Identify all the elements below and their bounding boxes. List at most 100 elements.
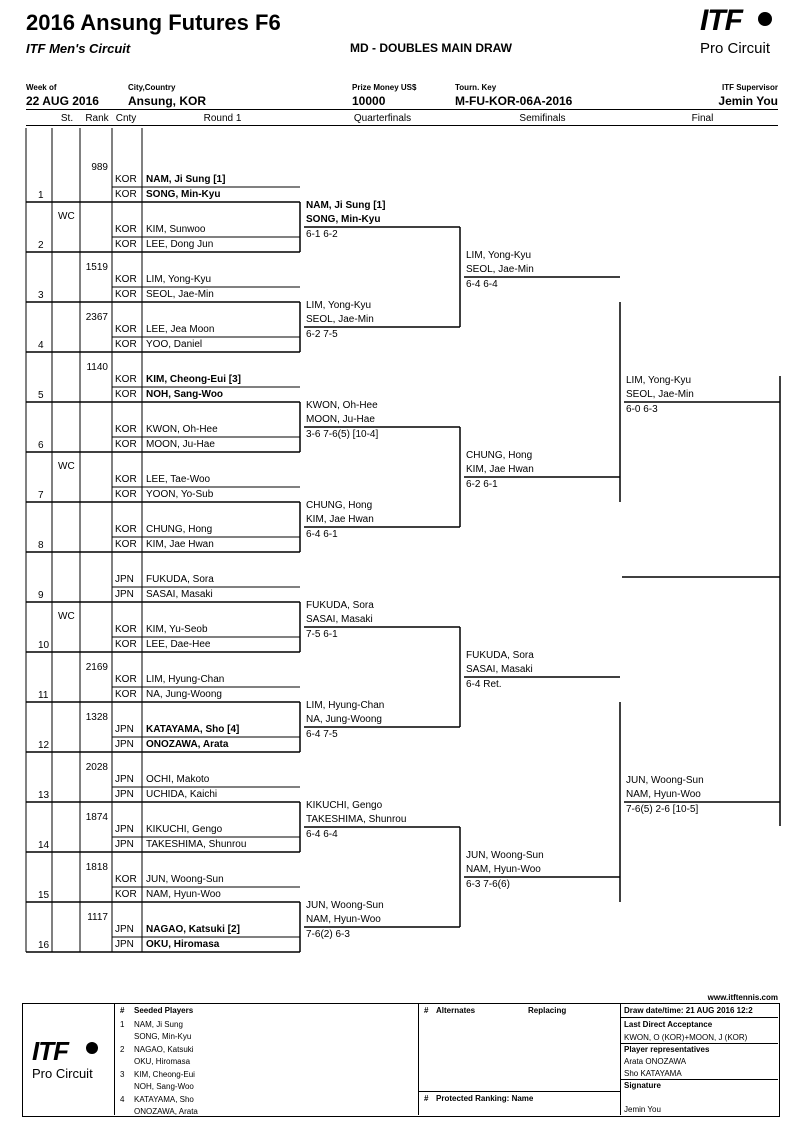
header-divider-bottom <box>26 125 778 126</box>
seed-player-1: NAM, Ji Sung <box>134 1020 183 1029</box>
qf-player-2: SONG, Min-Kyu <box>306 214 381 225</box>
final-player-2: NAM, Hyun-Woo <box>626 789 701 800</box>
line-number: 3 <box>38 290 44 301</box>
entry-status: WC <box>58 611 75 622</box>
seed-player-2: SONG, Min-Kyu <box>134 1032 192 1041</box>
sf-score: 6-4 Ret. <box>466 679 502 690</box>
qf-player-1: FUKUDA, Sora <box>306 600 374 611</box>
qf-player-2: NAM, Hyun-Woo <box>306 914 381 925</box>
entry-country-2: KOR <box>115 439 137 450</box>
entry-country-1: KOR <box>115 424 137 435</box>
line-number: 10 <box>38 640 50 651</box>
entry-country-1: KOR <box>115 224 137 235</box>
entry-player-1: KWON, Oh-Hee <box>146 424 218 435</box>
qf-player-2: TAKESHIMA, Shunrou <box>306 814 407 825</box>
qf-score: 7-5 6-1 <box>306 629 338 640</box>
entry-country-2: JPN <box>115 939 134 950</box>
entry-player-2: MOON, Ju-Hae <box>146 439 215 450</box>
entry-player-2: NOH, Sang-Woo <box>146 389 224 400</box>
qf-player-1: KWON, Oh-Hee <box>306 400 378 411</box>
sf-player-1: FUKUDA, Sora <box>466 650 534 661</box>
entry-player-1: KIM, Sunwoo <box>146 224 206 235</box>
line-number: 1 <box>38 190 44 201</box>
entry-player-2: YOON, Yo-Sub <box>146 489 214 500</box>
entry-player-2: LEE, Dong Jun <box>146 239 214 250</box>
entry-country-2: KOR <box>115 889 137 900</box>
sf-player-1: JUN, Woong-Sun <box>466 850 544 861</box>
itf-logo-bottom: ITF Pro Circuit <box>30 1036 110 1091</box>
seed-number: 3 <box>120 1070 125 1079</box>
entry-country-1: KOR <box>115 374 137 385</box>
line-number: 16 <box>38 940 50 951</box>
sf-player-2: SASAI, Masaki <box>466 664 533 675</box>
entry-country-2: KOR <box>115 489 137 500</box>
entry-status: WC <box>58 461 75 472</box>
reps-label: Player representatives <box>624 1045 710 1054</box>
qf-player-1: KIKUCHI, Gengo <box>306 800 383 811</box>
entry-player-1: KIM, Cheong-Eui [3] <box>146 374 241 385</box>
entry-player-1: JUN, Woong-Sun <box>146 874 224 885</box>
entry-player-1: FUKUDA, Sora <box>146 574 214 585</box>
seed-player-2: OKU, Hiromasa <box>134 1057 191 1066</box>
final-score: 6-0 6-3 <box>626 404 658 415</box>
seeded-players-heading: Seeded Players <box>134 1006 194 1015</box>
line-number: 12 <box>38 740 50 751</box>
qf-player-2: KIM, Jae Hwan <box>306 514 374 525</box>
line-number: 11 <box>38 690 49 701</box>
qf-score: 6-4 6-4 <box>306 829 338 840</box>
rep-1: Arata ONOZAWA <box>624 1057 687 1066</box>
entry-player-1: KATAYAMA, Sho [4] <box>146 724 240 735</box>
entry-player-1: LEE, Jea Moon <box>146 324 215 335</box>
circuit-subtitle: ITF Men's Circuit <box>26 41 131 56</box>
entry-country-2: KOR <box>115 539 137 550</box>
entry-country-2: KOR <box>115 239 137 250</box>
city-value: Ansung, KOR <box>128 94 206 108</box>
seed-player-2: NOH, Sang-Woo <box>134 1082 194 1091</box>
entry-player-2: LEE, Dae-Hee <box>146 639 211 650</box>
entry-player-1: LEE, Tae-Woo <box>146 474 211 485</box>
tennis-ball-icon <box>758 12 772 26</box>
entry-country-2: JPN <box>115 839 134 850</box>
itf-logo-top: ITF Pro Circuit <box>696 4 784 62</box>
footer-logo-itf-text: ITF <box>32 1036 69 1066</box>
entry-rank: 989 <box>91 162 108 173</box>
entry-player-1: KIKUCHI, Gengo <box>146 824 223 835</box>
city-label: City,Country <box>128 83 176 92</box>
entry-country-1: JPN <box>115 724 134 735</box>
qf-score: 6-4 6-1 <box>306 529 338 540</box>
line-number: 4 <box>38 340 44 351</box>
entry-country-2: JPN <box>115 589 134 600</box>
qf-player-1: LIM, Yong-Kyu <box>306 300 372 311</box>
seed-number: 4 <box>120 1095 125 1104</box>
entry-country-2: KOR <box>115 689 137 700</box>
seed-player-1: KIM, Cheong-Eui <box>134 1070 195 1079</box>
qf-score: 7-6(2) 6-3 <box>306 929 350 940</box>
footer-divider-2 <box>418 1003 419 1115</box>
entry-player-1: KIM, Yu-Seob <box>146 624 208 635</box>
qf-score: 6-2 7-5 <box>306 329 338 340</box>
entry-status: WC <box>58 211 75 222</box>
entry-country-1: JPN <box>115 924 134 935</box>
entry-country-1: KOR <box>115 674 137 685</box>
line-number: 5 <box>38 390 44 401</box>
line-number: 9 <box>38 590 44 601</box>
entry-player-2: SEOL, Jae-Min <box>146 289 214 300</box>
entry-country-2: JPN <box>115 739 134 750</box>
entry-country-1: JPN <box>115 574 134 585</box>
entry-country-1: JPN <box>115 774 134 785</box>
col-sf: Semifinals <box>519 113 566 124</box>
footer-protected-divider <box>418 1091 620 1092</box>
reps-divider <box>620 1079 778 1080</box>
col-st: St. <box>60 113 74 124</box>
qf-player-2: SASAI, Masaki <box>306 614 373 625</box>
final-player-1: LIM, Yong-Kyu <box>626 375 692 386</box>
col-round1: Round 1 <box>203 113 242 124</box>
entry-rank: 2367 <box>85 312 108 323</box>
sf-player-2: SEOL, Jae-Min <box>466 264 534 275</box>
entry-country-1: KOR <box>115 524 137 535</box>
tournament-title: 2016 Ansung Futures F6 <box>26 10 281 35</box>
draw-type: MD - DOUBLES MAIN DRAW <box>350 41 512 55</box>
entry-country-1: KOR <box>115 474 137 485</box>
website-link[interactable]: www.itftennis.com <box>707 993 778 1002</box>
